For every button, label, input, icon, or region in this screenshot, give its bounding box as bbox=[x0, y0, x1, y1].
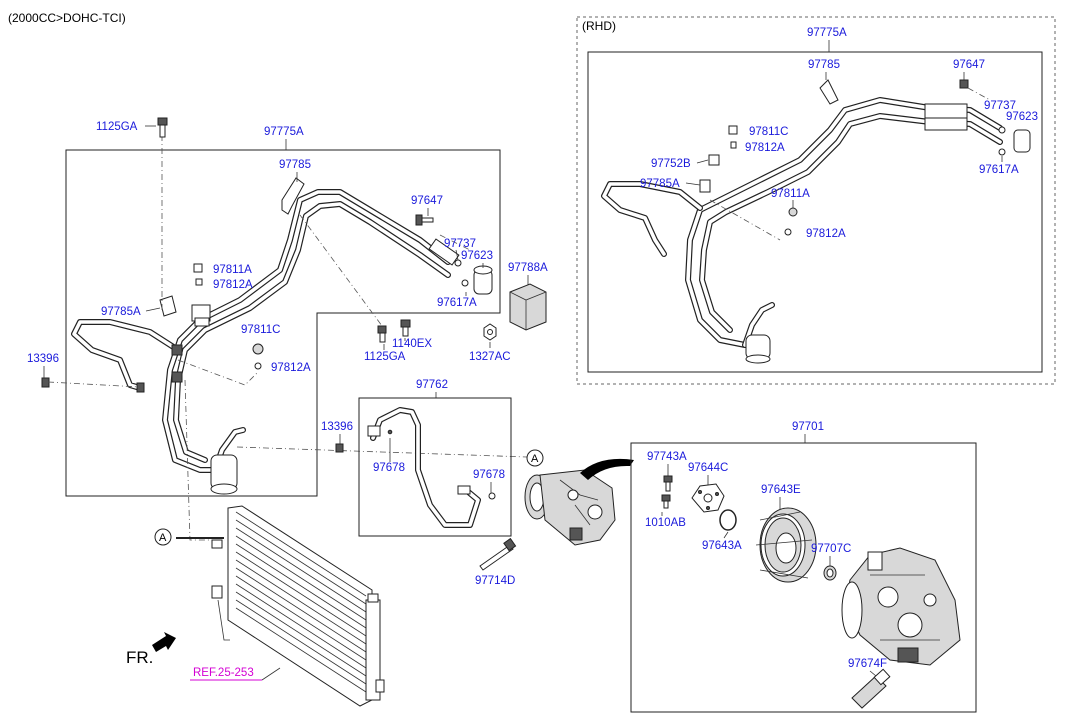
coil-ring-97707C-icon bbox=[823, 565, 837, 581]
rhd-label-97785A: 97785A bbox=[640, 178, 680, 190]
svg-text:A: A bbox=[531, 453, 539, 465]
label-97775A: 97775A bbox=[264, 126, 304, 138]
rhd-label-97623: 97623 bbox=[1006, 111, 1038, 123]
label-1125GA-top: 1125GA bbox=[96, 121, 138, 133]
main-hose-assembly-group: 1125GA 97775A 97785 97647 97737 97623 97… bbox=[27, 117, 548, 541]
bolt-97743A-icon bbox=[661, 475, 673, 509]
label-97623: 97623 bbox=[461, 250, 493, 262]
label-97785A: 97785A bbox=[101, 306, 141, 318]
label-1010AB: 1010AB bbox=[645, 517, 686, 529]
hub-97644C-icon bbox=[691, 483, 725, 513]
condenser-icon bbox=[176, 505, 385, 707]
bolt-97714D-icon bbox=[479, 537, 517, 571]
nut-1327AC-icon bbox=[483, 323, 497, 341]
rhd-label-97617A: 97617A bbox=[979, 164, 1019, 176]
rhd-receiver-drier-icon bbox=[1013, 129, 1031, 153]
front-direction-arrow-icon bbox=[152, 632, 176, 652]
label-97762: 97762 bbox=[416, 379, 448, 391]
label-97647: 97647 bbox=[411, 195, 443, 207]
label-97707C: 97707C bbox=[811, 543, 851, 555]
label-97644C: 97644C bbox=[688, 462, 728, 474]
rhd-label-97811A: 97811A bbox=[771, 188, 810, 200]
label-1125GA-mid: 1125GA bbox=[364, 351, 406, 363]
label-97811A: 97811A bbox=[213, 264, 252, 276]
compressor-small-icon bbox=[524, 458, 634, 546]
label-97785: 97785 bbox=[279, 159, 311, 171]
label-97678-b: 97678 bbox=[473, 469, 505, 481]
rhd-label-97812A-lower: 97812A bbox=[806, 228, 846, 240]
label-97811C: 97811C bbox=[241, 324, 280, 336]
label-97812A: 97812A bbox=[213, 279, 253, 291]
label-97617A: 97617A bbox=[437, 297, 477, 309]
compressor-body-icon bbox=[841, 547, 961, 666]
bolt-1140EX-icon bbox=[400, 319, 411, 337]
rhd-heading: (RHD) bbox=[582, 19, 616, 33]
compressor-detail-group: 97701 97743A 97644C 97643E 1010AB 97643A bbox=[630, 421, 977, 713]
compressor-detail-frame bbox=[630, 442, 977, 713]
label-97674F: 97674F bbox=[848, 658, 887, 670]
label-1327AC: 1327AC bbox=[469, 351, 511, 363]
rhd-label-97811C: 97811C bbox=[749, 126, 788, 138]
label-97701: 97701 bbox=[792, 421, 824, 433]
rhd-label-97775A: 97775A bbox=[807, 27, 847, 39]
sound-insulator-97788A-icon bbox=[509, 283, 547, 331]
bolt-1125GA-icon bbox=[157, 117, 168, 138]
label-1140EX: 1140EX bbox=[392, 338, 432, 350]
pulley-97643E-icon bbox=[755, 507, 817, 583]
rhd-assembly-frame bbox=[587, 51, 1043, 373]
label-97678: 97678 bbox=[373, 462, 405, 474]
discharge-hose-frame bbox=[358, 397, 512, 537]
label-97788A: 97788A bbox=[508, 262, 548, 274]
svg-text:A: A bbox=[159, 532, 167, 544]
reference-marker-a-right: A bbox=[526, 449, 544, 467]
rhd-label-97812A: 97812A bbox=[745, 142, 785, 154]
label-97737: 97737 bbox=[444, 238, 476, 250]
rhd-variant-group: (RHD) 97775A 97785 97647 97737 bbox=[576, 16, 1056, 385]
label-97812A-lower: 97812A bbox=[271, 362, 311, 374]
hose-pipes bbox=[41, 177, 493, 495]
bolt-1125GA-mid-icon bbox=[377, 325, 387, 343]
rhd-label-97737: 97737 bbox=[984, 100, 1016, 112]
main-assembly-frame bbox=[65, 149, 501, 497]
label-reference-25-253[interactable]: REF.25-253 bbox=[193, 667, 254, 679]
front-direction-label: FR. bbox=[126, 648, 153, 667]
pressure-switch-97674F-icon bbox=[851, 668, 891, 709]
label-97643A: 97643A bbox=[702, 540, 742, 552]
label-97643E: 97643E bbox=[761, 484, 801, 496]
rhd-dashed-frame bbox=[576, 16, 1056, 385]
label-97743A: 97743A bbox=[647, 451, 687, 463]
snap-ring-icon bbox=[719, 509, 737, 531]
rhd-label-97785: 97785 bbox=[808, 59, 840, 71]
rhd-label-97647: 97647 bbox=[953, 59, 985, 71]
label-97714D: 97714D bbox=[475, 575, 515, 587]
reference-marker-a-left: A bbox=[154, 528, 172, 546]
label-13396-b: 13396 bbox=[321, 421, 353, 433]
discharge-hose-group: 97762 13396 97678 97678 bbox=[321, 379, 512, 537]
engine-spec-heading: (2000CC>DOHC-TCI) bbox=[8, 11, 126, 25]
label-13396: 13396 bbox=[27, 353, 59, 365]
rhd-label-97752B: 97752B bbox=[651, 158, 691, 170]
